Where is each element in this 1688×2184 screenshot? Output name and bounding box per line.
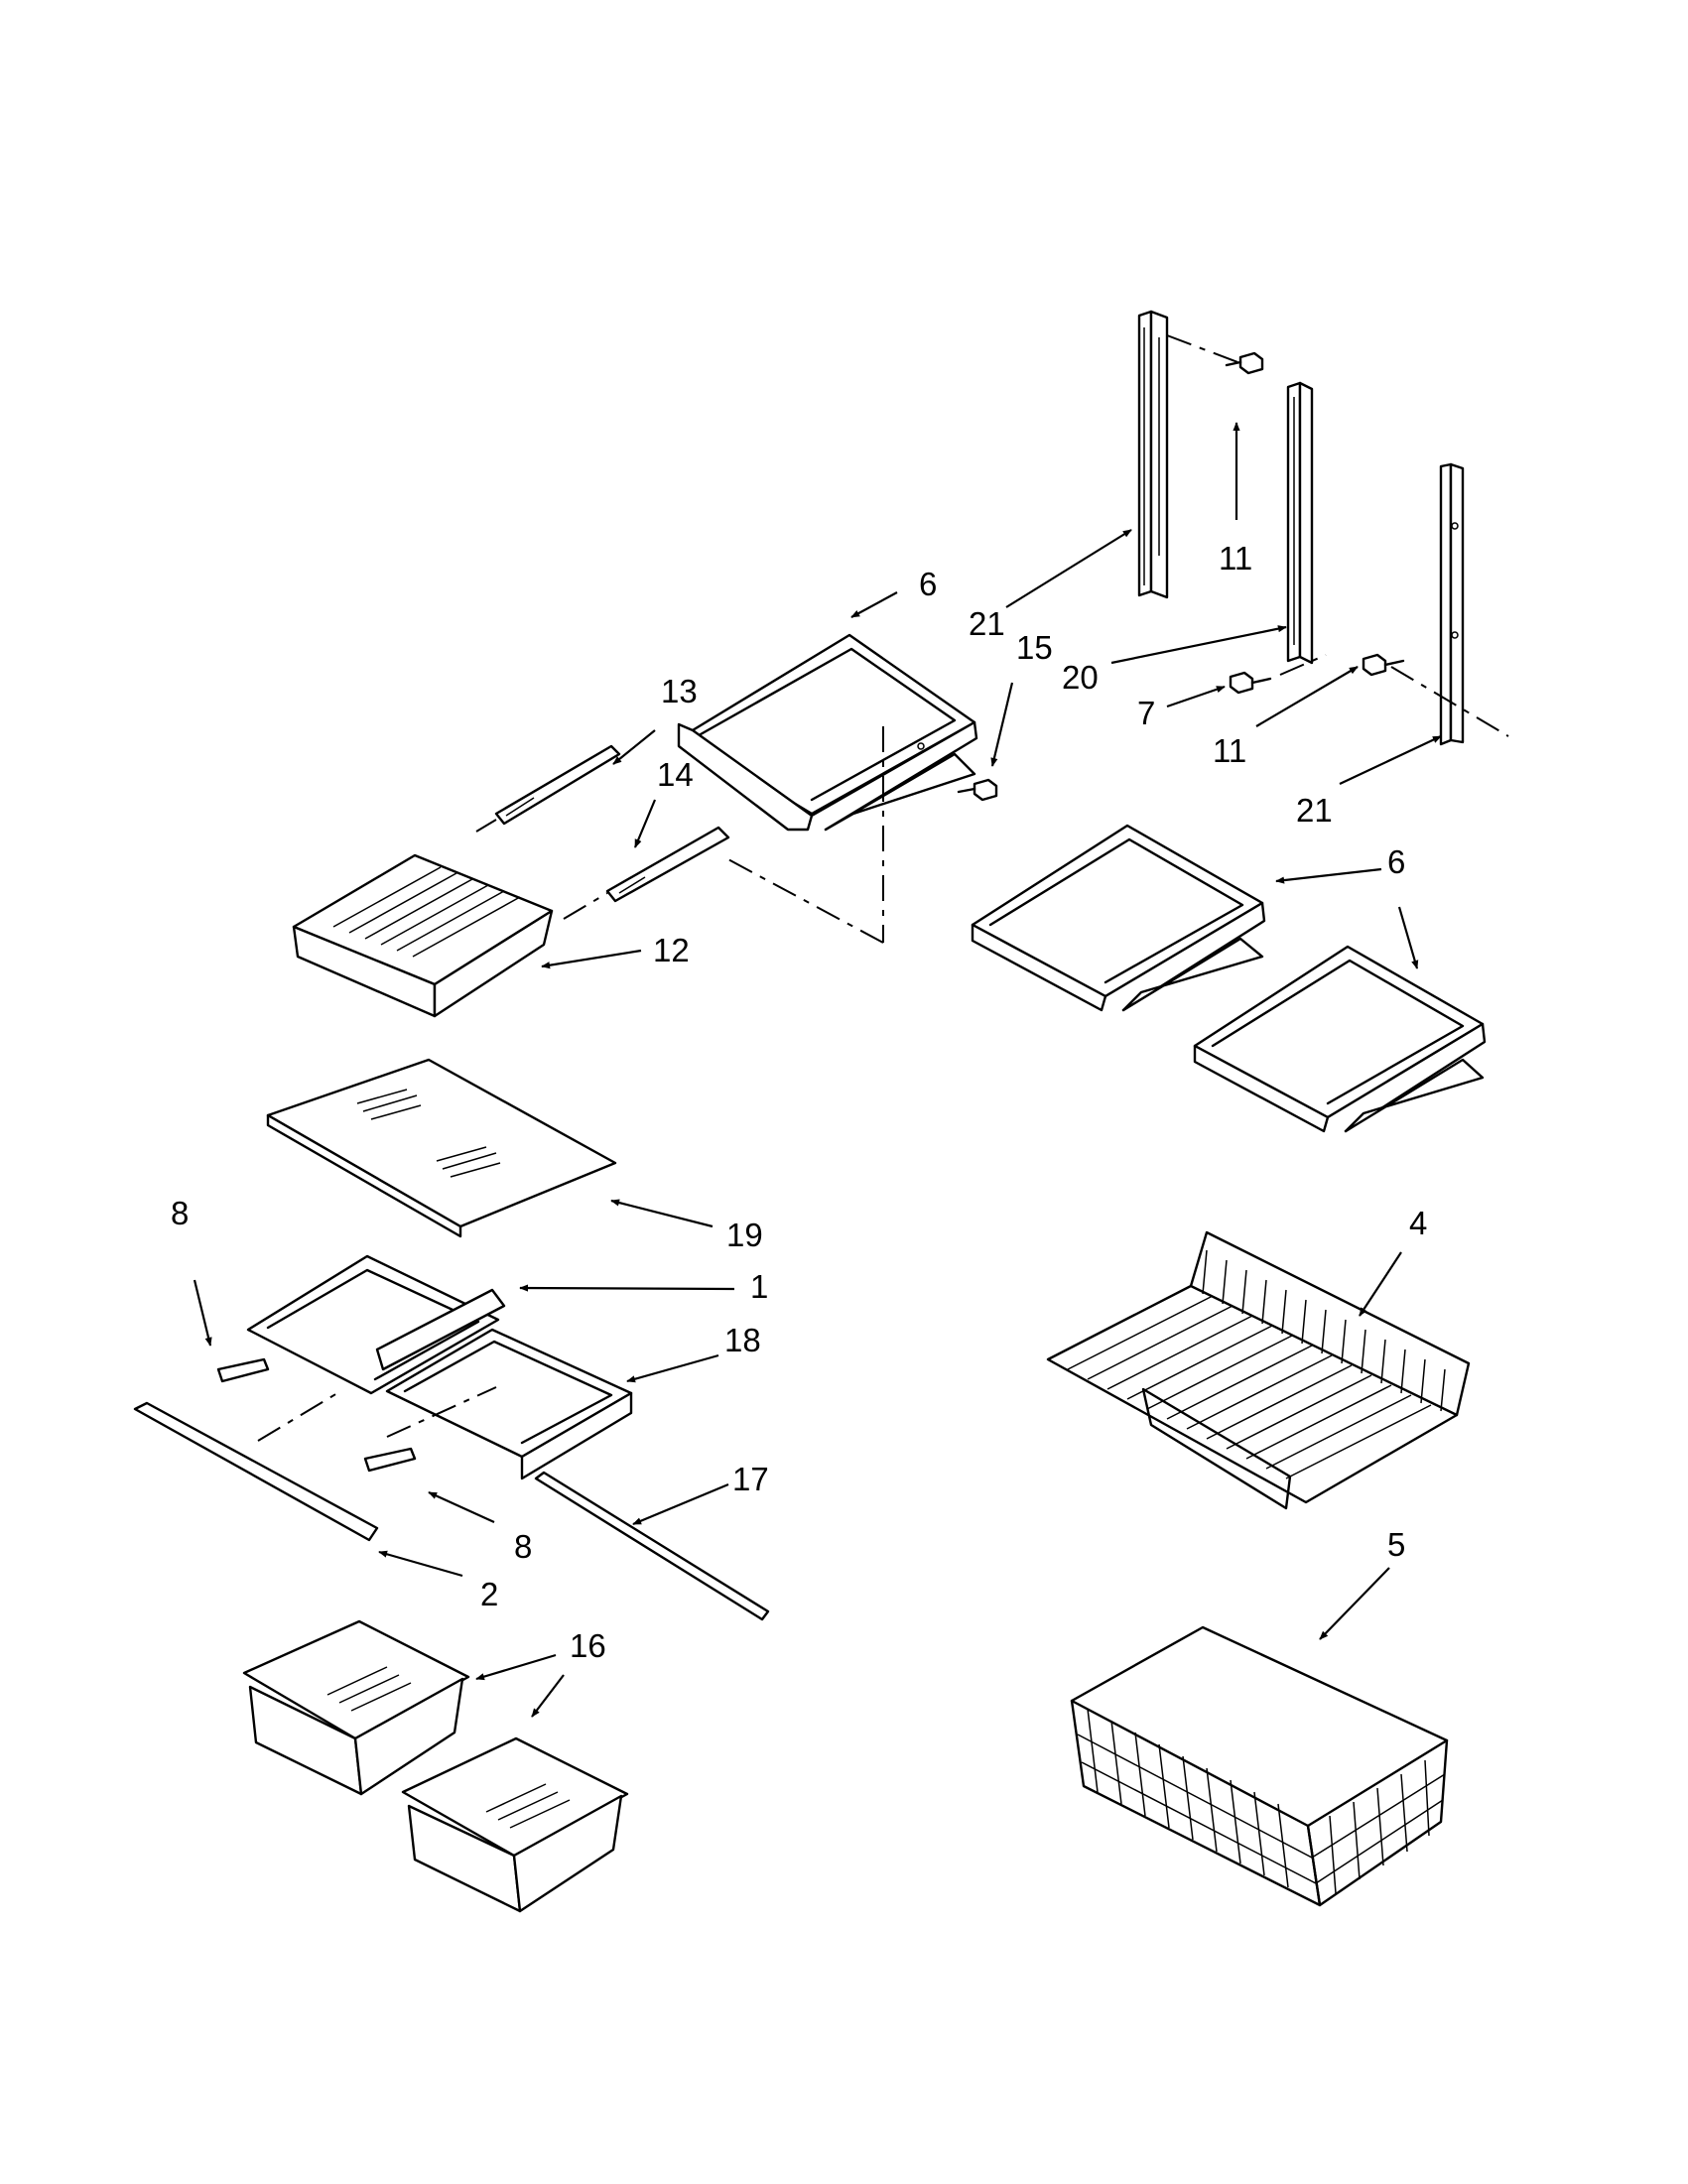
callout-7: 7: [1137, 695, 1155, 731]
callout-13: 13: [661, 673, 698, 709]
callout-15: 15: [1016, 629, 1053, 666]
wire-shelf-basket: [1046, 1230, 1471, 1510]
callout-6-top: 6: [919, 566, 937, 602]
callout-14: 14: [657, 756, 694, 793]
callout-5: 5: [1387, 1526, 1405, 1563]
callout-21-bottom: 21: [1296, 792, 1333, 829]
callout-21-top: 21: [969, 605, 1005, 642]
callout-4: 4: [1409, 1205, 1427, 1241]
crisper-cover-trim: [133, 1401, 379, 1542]
crisper-rod: [534, 1471, 770, 1621]
crisper-drawer-left: [242, 1619, 470, 1796]
rail-screw-middle: [1229, 671, 1272, 695]
slide-rail-left: [494, 744, 621, 826]
slide-rail-right: [605, 826, 730, 903]
deli-drawer: [292, 853, 554, 1018]
callout-6-right: 6: [1387, 843, 1405, 880]
crisper-slide-right: [363, 1447, 417, 1473]
callout-20: 20: [1062, 659, 1099, 696]
callout-1: 1: [750, 1268, 768, 1305]
rail-screw-top: [1225, 351, 1264, 375]
crisper-drawer-right: [401, 1736, 629, 1913]
adjustable-shelf-bottom: [1193, 945, 1487, 1133]
adjustable-shelf-middle: [971, 824, 1266, 1012]
callout-8-bottom: 8: [514, 1528, 532, 1565]
crisper-slide-left: [216, 1357, 270, 1383]
callout-16: 16: [570, 1627, 606, 1664]
callout-17: 17: [732, 1461, 769, 1497]
callout-19: 19: [726, 1217, 763, 1253]
crisper-cover-frame: [246, 1254, 633, 1480]
wire-storage-bin: [1070, 1625, 1449, 1907]
callout-18: 18: [724, 1322, 761, 1358]
callout-8-left: 8: [171, 1195, 189, 1231]
center-shelf-rail: [1286, 381, 1314, 665]
adjustable-shelf-top: [677, 633, 978, 832]
callout-2: 2: [480, 1576, 498, 1612]
callout-12: 12: [653, 932, 690, 968]
callout-11-bottom: 11: [1213, 732, 1246, 769]
shelf-rail-right: [1439, 462, 1465, 746]
shelf-rail-left: [1137, 310, 1169, 599]
callout-11-top: 11: [1219, 540, 1252, 577]
glass-shelf: [266, 1058, 617, 1238]
shelf-screw: [957, 778, 998, 802]
callout-leaders: [193, 422, 1442, 1718]
rail-screw-right: [1362, 653, 1405, 677]
